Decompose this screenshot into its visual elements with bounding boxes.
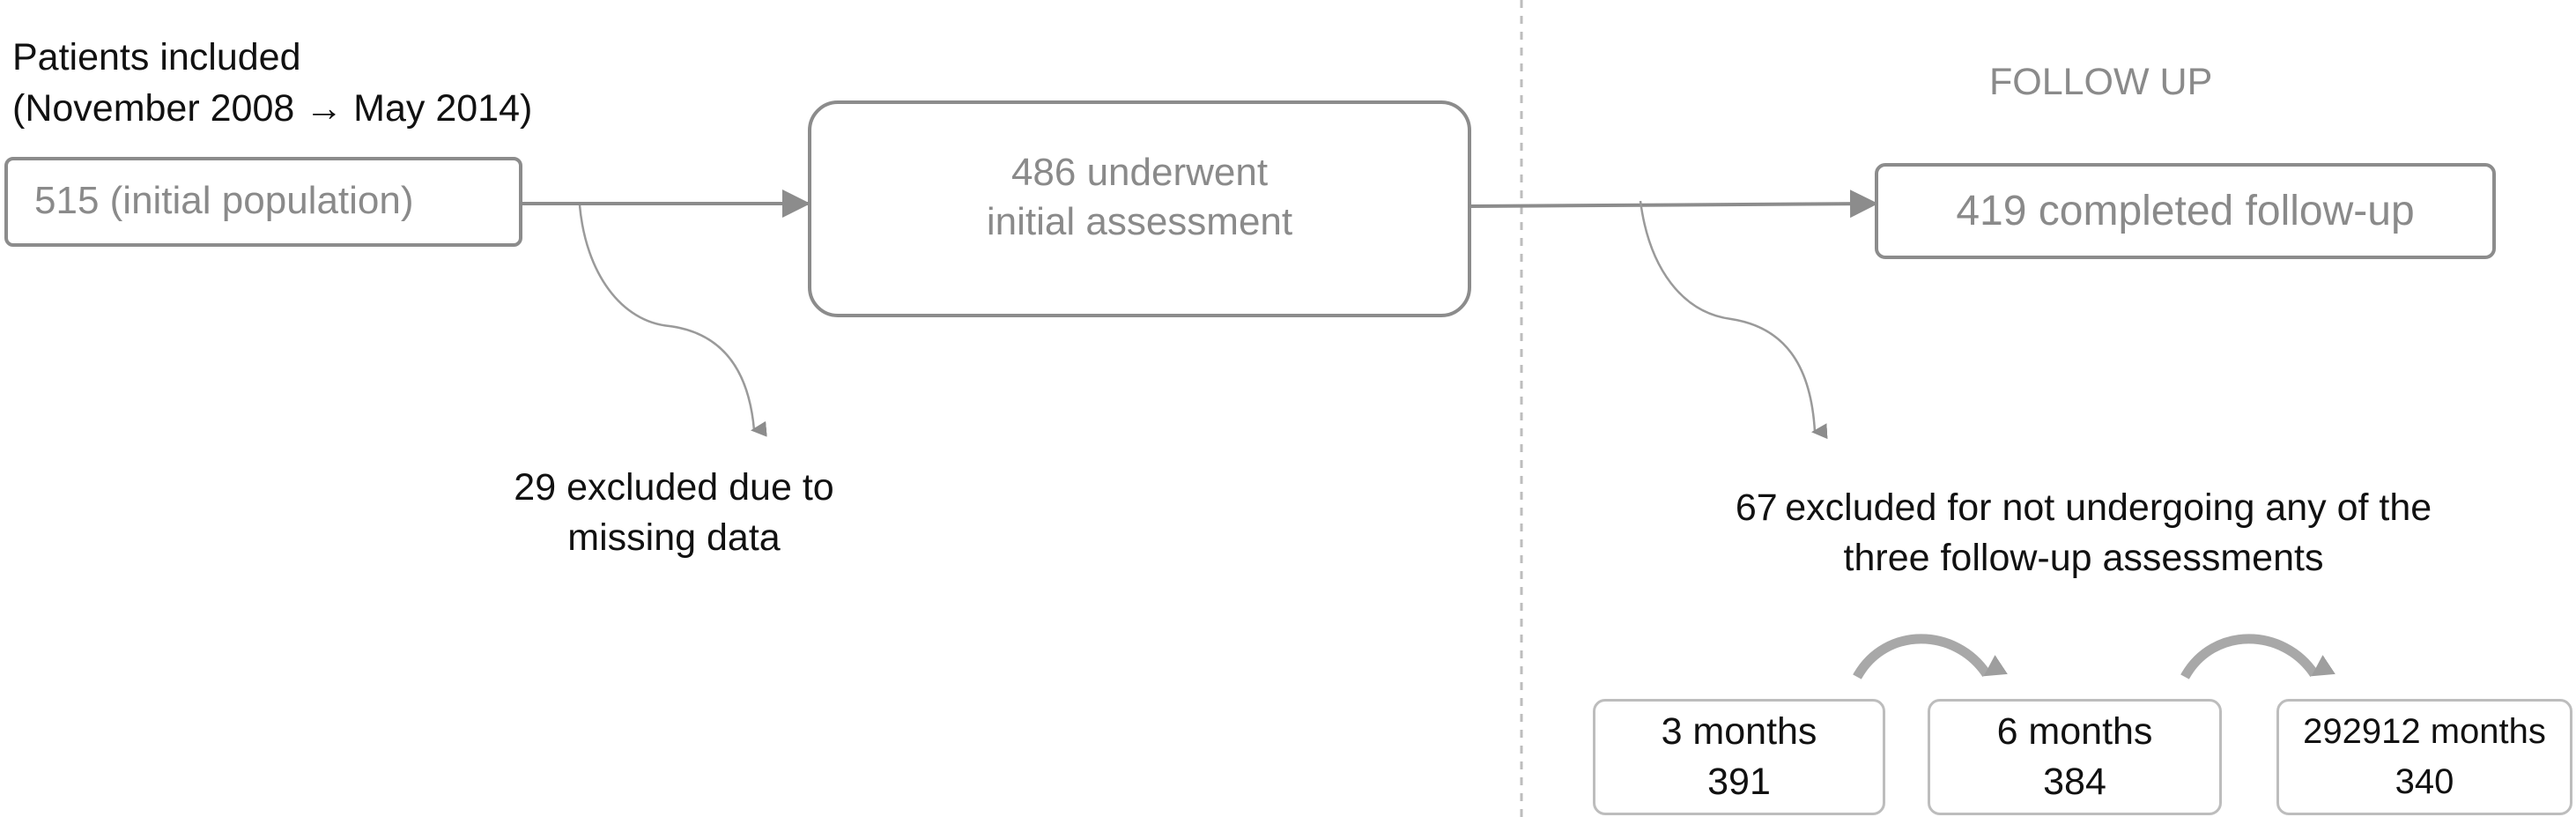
timepoint-label: 292912 months (2303, 712, 2546, 751)
timepoint-12-months-text: 292912 months 340 (2276, 707, 2573, 807)
initial-assessment-label: 486 underwent initial assessment (811, 148, 1468, 247)
initial-assessment-box: 486 underwent initial assessment (808, 100, 1471, 317)
excluded-follow-up-text: 67 excluded for not undergoing any of th… (1674, 483, 2493, 583)
follow-up-heading: FOLLOW UP (1989, 61, 2213, 103)
excluded-missing-line1: 29 excluded due to (514, 466, 834, 509)
initial-assessment-line2: initial assessment (986, 200, 1293, 243)
excluded-missing-data-text: 29 excluded due to missing data (476, 463, 872, 563)
timepoint-box-12-months: 292912 months 340 (2276, 699, 2572, 815)
excluded-follow-line1: 67 excluded for not undergoing any of th… (1735, 486, 2432, 529)
timepoint-count: 391 (1707, 761, 1771, 803)
timepoint-box-3-months: 3 months 391 (1593, 699, 1885, 815)
timepoint-3-months-text: 3 months 391 (1595, 707, 1883, 807)
patients-included-line2: (November 2008 → May 2014) (12, 87, 533, 130)
exclusion-arrow-follow (1639, 200, 1828, 440)
initial-assessment-line1: 486 underwent (1010, 151, 1269, 194)
timepoint-count: 340 (2395, 762, 2454, 801)
timepoint-label: 3 months (1661, 710, 1817, 753)
timepoint-count: 384 (2043, 761, 2106, 803)
completed-follow-up-label: 419 completed follow-up (1956, 188, 2415, 234)
exclusion-arrow-missing (578, 204, 767, 437)
timepoint-arrow-1 (1853, 634, 2008, 680)
initial-population-box: 515 (initial population) (4, 157, 522, 247)
initial-population-label: 515 (initial population) (34, 179, 414, 222)
timepoint-box-6-months: 6 months 384 (1928, 699, 2222, 815)
timepoint-6-months-text: 6 months 384 (1930, 707, 2219, 807)
timepoint-label: 6 months (1996, 710, 2153, 753)
excluded-follow-line2: three follow-up assessments (1843, 537, 2324, 579)
completed-follow-up-box: 419 completed follow-up (1875, 163, 2496, 259)
timepoint-arrow-2 (2180, 634, 2335, 680)
arrow-assessed-to-completed (1470, 189, 1878, 219)
patients-included-title: Patients included (November 2008 → May 2… (12, 32, 532, 134)
patients-included-line1: Patients included (12, 36, 301, 78)
excluded-missing-line2: missing data (567, 516, 781, 559)
